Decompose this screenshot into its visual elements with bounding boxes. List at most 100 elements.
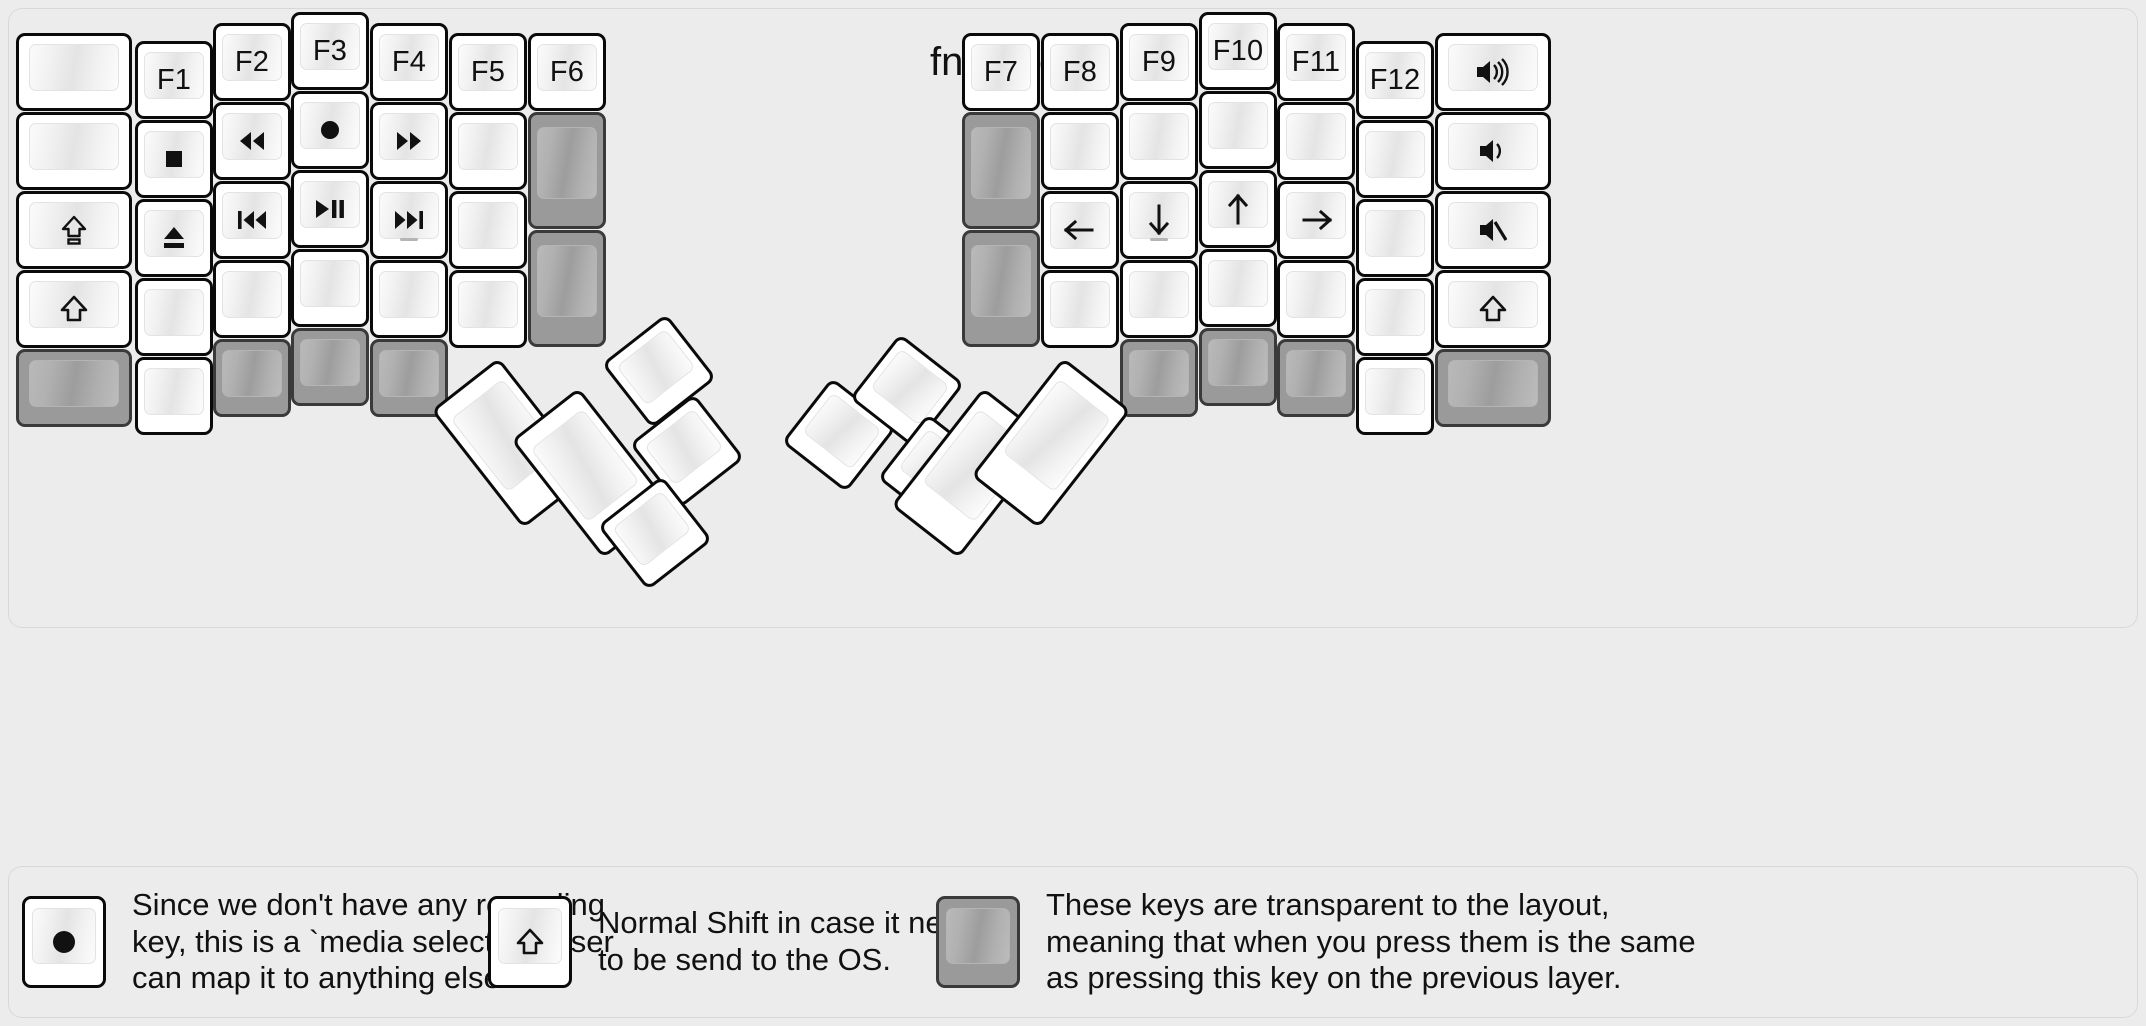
keycap-surface xyxy=(1129,270,1189,318)
key-col-f6-2[interactable] xyxy=(528,230,606,347)
key-label: F4 xyxy=(391,45,427,78)
legend-panel xyxy=(8,866,2138,1018)
legend-sample-key xyxy=(488,896,572,988)
key-col-f8-3[interactable] xyxy=(1041,270,1119,348)
key-col-f11-4[interactable] xyxy=(1277,339,1355,417)
key-col-outer-right-4[interactable] xyxy=(1435,349,1551,427)
key-col-f8-1[interactable] xyxy=(1041,112,1119,190)
shift-arrow-icon xyxy=(1473,289,1513,329)
key-f4[interactable]: F4 xyxy=(370,23,448,101)
key-shift-arrow-icon[interactable] xyxy=(1435,270,1551,348)
legend-description: These keys are transparent to the layout… xyxy=(1046,887,1696,996)
key-col-f5-2[interactable] xyxy=(449,191,527,269)
key-f6[interactable]: F6 xyxy=(528,33,606,111)
key-shift-arrow-icon[interactable] xyxy=(16,270,132,348)
key-col-f2-4[interactable] xyxy=(213,339,291,417)
key-media-play-pause-icon[interactable] xyxy=(291,170,369,248)
key-media-record-icon[interactable] xyxy=(291,91,369,169)
key-col-f9-3[interactable] xyxy=(1120,260,1198,338)
keycap-surface xyxy=(1129,112,1189,160)
homing-bump-indicator xyxy=(1150,237,1168,241)
keycap-surface xyxy=(144,288,204,336)
key-col-f11-1[interactable] xyxy=(1277,102,1355,180)
keycap-surface xyxy=(28,43,120,91)
keycap-surface xyxy=(1208,101,1268,149)
key-f7[interactable]: F7 xyxy=(962,33,1040,111)
keycap-surface xyxy=(971,127,1031,200)
key-label: F1 xyxy=(156,63,192,96)
key-arrow-down-icon[interactable] xyxy=(1120,181,1198,259)
key-label: F8 xyxy=(1062,55,1098,88)
key-f10[interactable]: F10 xyxy=(1199,12,1277,90)
arrow-up-icon xyxy=(1218,189,1258,229)
key-col-f11-3[interactable] xyxy=(1277,260,1355,338)
legend-sample-key xyxy=(936,895,1020,988)
keycap-surface xyxy=(1447,359,1539,407)
key-col-f3-3[interactable] xyxy=(291,249,369,327)
legend-description: Normal Shift in case it needs to be send… xyxy=(598,905,993,977)
key-col-outer-left-4[interactable] xyxy=(16,349,132,427)
key-label: F3 xyxy=(312,34,348,67)
key-f9[interactable]: F9 xyxy=(1120,23,1198,101)
key-col-f9-1[interactable] xyxy=(1120,102,1198,180)
key-col-f4-3[interactable] xyxy=(370,260,448,338)
key-volume-down-icon[interactable] xyxy=(1435,112,1551,190)
key-col-f12-3[interactable] xyxy=(1356,278,1434,356)
keycap-surface xyxy=(458,122,518,170)
keycap-surface xyxy=(379,349,439,397)
key-media-eject-icon[interactable] xyxy=(135,199,213,277)
key-f2[interactable]: F2 xyxy=(213,23,291,101)
arrow-down-icon xyxy=(1139,200,1179,240)
key-col-f9-4[interactable] xyxy=(1120,339,1198,417)
keycap-surface xyxy=(1286,270,1346,318)
key-f12[interactable]: F12 xyxy=(1356,41,1434,119)
key-col-f12-4[interactable] xyxy=(1356,357,1434,435)
key-volume-mute-icon[interactable] xyxy=(1435,191,1551,269)
key-label: F7 xyxy=(983,55,1019,88)
key-col-f5-3[interactable] xyxy=(449,270,527,348)
key-media-rewind-icon[interactable] xyxy=(213,102,291,180)
media-record-icon xyxy=(310,110,350,150)
keycap-surface xyxy=(1286,349,1346,397)
key-col-f1-3[interactable] xyxy=(135,278,213,356)
key-caps-lock-icon[interactable] xyxy=(16,191,132,269)
keycap-surface xyxy=(537,245,597,318)
key-col-f3-4[interactable] xyxy=(291,328,369,406)
key-f11[interactable]: F11 xyxy=(1277,23,1355,101)
keycap-surface xyxy=(1286,112,1346,160)
key-col-f12-1[interactable] xyxy=(1356,120,1434,198)
key-col-f7-2[interactable] xyxy=(962,230,1040,347)
media-prev-track-icon xyxy=(232,200,272,240)
key-col-f10-1[interactable] xyxy=(1199,91,1277,169)
keycap-surface xyxy=(1129,349,1189,397)
key-volume-up-icon[interactable] xyxy=(1435,33,1551,111)
key-col-f12-2[interactable] xyxy=(1356,199,1434,277)
key-col-outer-left-0[interactable] xyxy=(16,33,132,111)
key-arrow-up-icon[interactable] xyxy=(1199,170,1277,248)
key-col-outer-left-1[interactable] xyxy=(16,112,132,190)
key-col-f10-3[interactable] xyxy=(1199,249,1277,327)
key-f1[interactable]: F1 xyxy=(135,41,213,119)
key-media-prev-track-icon[interactable] xyxy=(213,181,291,259)
key-col-f1-4[interactable] xyxy=(135,357,213,435)
key-f5[interactable]: F5 xyxy=(449,33,527,111)
key-col-f6-1[interactable] xyxy=(528,112,606,229)
key-col-f2-3[interactable] xyxy=(213,260,291,338)
media-play-pause-icon xyxy=(310,189,350,229)
keycap-surface xyxy=(946,908,1010,965)
keycap-surface xyxy=(1365,288,1425,336)
keycap-surface xyxy=(971,245,1031,318)
key-col-f7-1[interactable] xyxy=(962,112,1040,229)
keycap-surface xyxy=(28,122,120,170)
key-col-f10-4[interactable] xyxy=(1199,328,1277,406)
key-media-stop-icon[interactable] xyxy=(135,120,213,198)
key-arrow-right-icon[interactable] xyxy=(1277,181,1355,259)
keycap-surface xyxy=(379,270,439,318)
key-f3[interactable]: F3 xyxy=(291,12,369,90)
key-label: F6 xyxy=(549,55,585,88)
key-f8[interactable]: F8 xyxy=(1041,33,1119,111)
key-col-f5-1[interactable] xyxy=(449,112,527,190)
key-arrow-left-icon[interactable] xyxy=(1041,191,1119,269)
key-media-next-track-icon[interactable] xyxy=(370,181,448,259)
key-media-fast-forward-icon[interactable] xyxy=(370,102,448,180)
